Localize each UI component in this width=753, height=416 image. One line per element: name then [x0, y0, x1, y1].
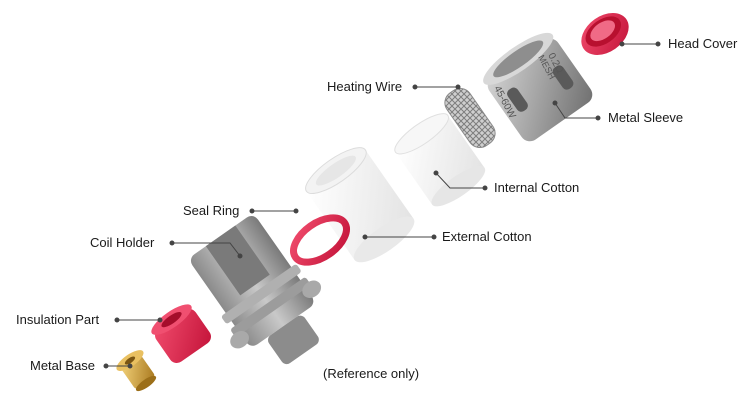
insulation-part: [151, 304, 211, 364]
label-coil-holder: Coil Holder: [90, 235, 155, 250]
leader-seal-ring: [249, 208, 299, 214]
metal-sleeve-part: 0.2Ω MESH 45-60W: [483, 32, 593, 142]
coil-holder-part: [190, 216, 322, 365]
label-head-cover: Head Cover: [668, 36, 738, 51]
external-cotton-part: [305, 147, 415, 263]
internal-cotton-part: [394, 113, 486, 207]
label-external-cotton: External Cotton: [442, 229, 532, 244]
head-cover-part: [581, 13, 629, 55]
label-heating-wire: Heating Wire: [327, 79, 403, 94]
leader-insulation-part: [114, 317, 163, 323]
leader-lines: [103, 41, 661, 369]
reference-note: (Reference only): [323, 366, 420, 381]
heating-wire-part: [444, 87, 496, 149]
leader-metal-sleeve: [552, 100, 601, 121]
label-internal-cotton: Internal Cotton: [494, 180, 580, 195]
leader-internal-cotton: [433, 170, 488, 191]
leader-external-cotton: [362, 234, 437, 240]
metal-base-part: [116, 350, 157, 392]
leader-coil-holder: [169, 240, 243, 259]
leader-metal-base: [103, 363, 133, 369]
label-metal-sleeve: Metal Sleeve: [608, 110, 684, 125]
label-seal-ring: Seal Ring: [183, 203, 240, 218]
seal-ring-part: [290, 214, 350, 266]
leader-heating-wire: [412, 84, 461, 90]
leader-head-cover: [619, 41, 661, 47]
label-insulation-part: Insulation Part: [16, 312, 100, 327]
label-metal-base: Metal Base: [30, 358, 96, 373]
